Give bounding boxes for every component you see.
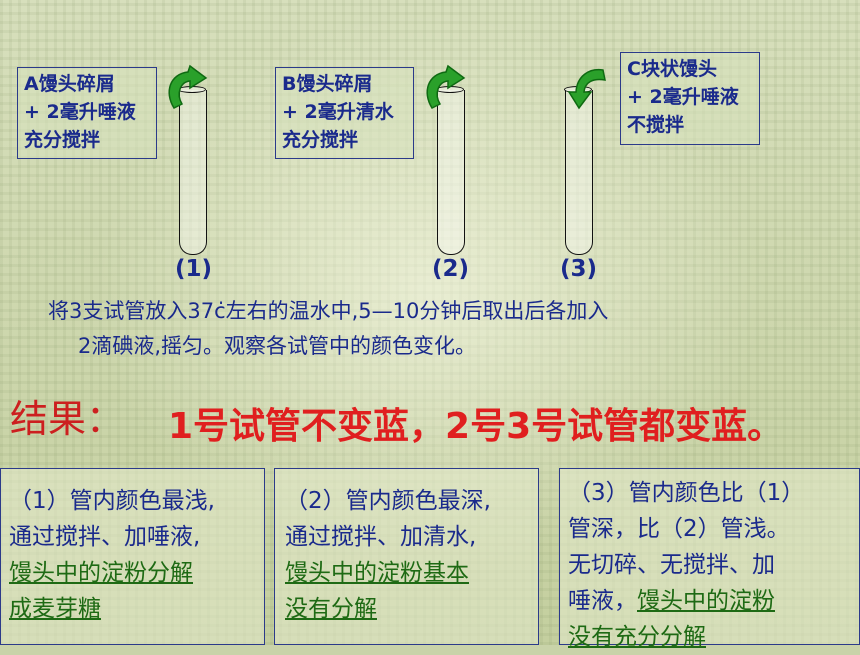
answer-3-line-4: 唾液，馒头中的淀粉 <box>568 583 859 619</box>
result-text: 1号试管不变蓝，2号3号试管都变蓝。 <box>168 406 784 447</box>
result-label: 结果： <box>10 397 125 441</box>
instruction-line-2: 2滴碘液,摇匀。观察各试管中的颜色变化。 <box>78 334 477 358</box>
answer-2-line-2: 通过搅拌、加清水, <box>285 524 477 550</box>
label-box-a: A馒头碎屑 + 2毫升唾液 充分搅拌 <box>17 67 157 159</box>
answer-box-2: （2）管内颜色最深, 通过搅拌、加清水, 馒头中的淀粉基本 没有分解 <box>274 468 539 645</box>
answer-2-underline-2: 没有分解 <box>285 596 377 622</box>
label-b-line-2: + 2毫升清水 <box>282 101 394 123</box>
answer-box-1: （1）管内颜色最浅, 通过搅拌、加唾液, 馒头中的淀粉分解 成麦芽糖 <box>0 468 265 645</box>
answer-3-line-2: 管深，比（2）管浅。 <box>568 516 790 542</box>
answer-1-underline-1: 馒头中的淀粉分解 <box>9 560 193 586</box>
label-a-line-2: + 2毫升唾液 <box>24 101 136 123</box>
answer-3-underline-1: 没有充分分解 <box>568 624 706 650</box>
tube-number-2: (2) <box>432 256 470 282</box>
label-box-b: B馒头碎屑 + 2毫升清水 充分搅拌 <box>275 67 414 159</box>
answer-1-line-1: （1）管内颜色最浅, <box>9 488 215 514</box>
label-b-line-3: 充分搅拌 <box>282 129 359 151</box>
label-box-c: C块状馒头 + 2毫升唾液 不搅拌 <box>620 52 760 145</box>
tube-number-1: (1) <box>175 256 213 282</box>
label-c-line-1: C块状馒头 <box>627 58 717 80</box>
answer-3-line-3: 无切碎、无搅拌、加 <box>568 552 775 578</box>
answer-2-underline-1: 馒头中的淀粉基本 <box>285 560 469 586</box>
test-tube-3 <box>564 86 593 255</box>
label-c-line-2: + 2毫升唾液 <box>627 86 739 108</box>
answer-1-underline-2: 成麦芽糖 <box>9 596 101 622</box>
answer-2-line-1: （2）管内颜色最深, <box>285 488 491 514</box>
stir-arrow-1-icon <box>168 64 208 109</box>
answer-box-3: （3）管内颜色比（1） 管深，比（2）管浅。 无切碎、无搅拌、加 唾液，馒头中的… <box>559 468 860 650</box>
answer-3-underline-inline: 馒头中的淀粉 <box>637 588 775 614</box>
test-tube-2 <box>436 86 465 255</box>
label-b-line-1: B馒头碎屑 <box>282 73 373 95</box>
label-a-line-3: 充分搅拌 <box>24 129 101 151</box>
test-tube-1 <box>178 86 207 255</box>
stir-arrow-2-icon <box>426 64 466 109</box>
label-c-line-3: 不搅拌 <box>627 114 685 136</box>
answer-3-prefix: 唾液， <box>568 588 637 614</box>
answer-1-line-2: 通过搅拌、加唾液, <box>9 524 201 550</box>
tube-number-3: (3) <box>560 256 598 282</box>
label-a-line-1: A馒头碎屑 <box>24 73 115 95</box>
answer-3-line-1: （3）管内颜色比（1） <box>568 480 805 506</box>
pour-arrow-3-icon <box>567 68 606 110</box>
instruction-line-1: 将3支试管放入37ċ左右的温水中,5—10分钟后取出后各加入 <box>48 299 609 323</box>
